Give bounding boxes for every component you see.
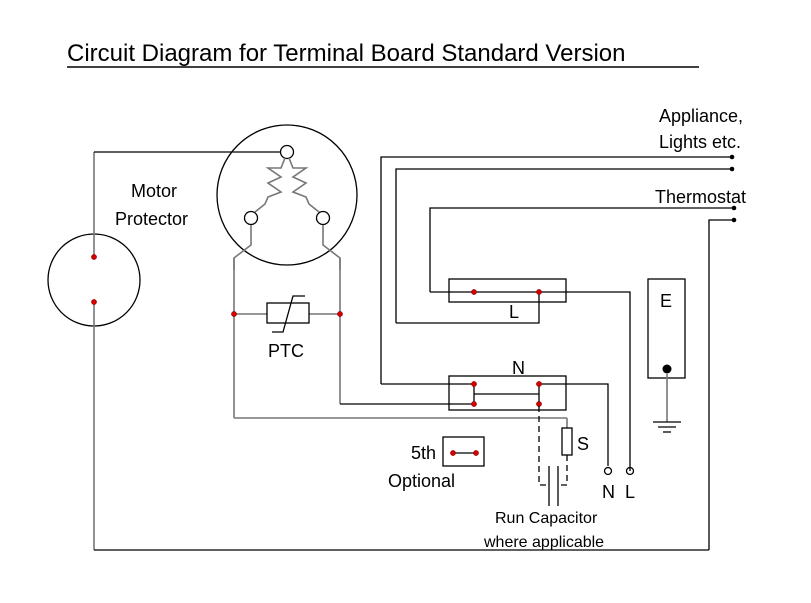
terminal-L-label: L — [509, 302, 519, 322]
run-capacitor — [538, 406, 559, 506]
supply-terminal-N[interactable] — [603, 466, 613, 476]
wire — [380, 156, 732, 384]
motor-protector-label-1: Motor — [131, 181, 177, 201]
start-capacitor — [561, 418, 573, 486]
appliance-label-1: Appliance, — [659, 106, 743, 126]
terminal-N-label: N — [512, 358, 525, 378]
start-capacitor-label: S — [577, 434, 589, 454]
motor-terminal-common — [279, 144, 295, 160]
node — [91, 299, 97, 305]
appliance-label-2: Lights etc. — [659, 132, 741, 152]
thermostat-terminal-2[interactable] — [731, 217, 737, 223]
motor-protector — [47, 152, 141, 550]
wire — [708, 219, 734, 550]
appliance-terminal-2[interactable] — [729, 166, 735, 172]
wire — [429, 207, 734, 292]
earth-label: E — [660, 291, 672, 311]
ptc-label: PTC — [268, 341, 304, 361]
supply-terminal-L[interactable] — [625, 466, 635, 476]
diagram-title: Circuit Diagram for Terminal Board Stand… — [67, 40, 625, 67]
earth-terminal — [647, 278, 686, 433]
supply-L-label: L — [625, 482, 635, 502]
fifth-label: 5th — [411, 443, 436, 463]
motor-protector-label-2: Protector — [115, 209, 188, 229]
supply-N-label: N — [602, 482, 615, 502]
terminal-block-L — [396, 278, 631, 471]
compressor-motor — [216, 124, 358, 270]
motor-terminal-start — [243, 210, 259, 226]
node — [91, 254, 97, 260]
run-capacitor-label-2: where applicable — [483, 534, 604, 551]
optional-label: Optional — [388, 471, 455, 491]
appliance-terminal-1[interactable] — [729, 154, 735, 160]
ptc-thermistor — [231, 258, 343, 418]
motor-terminal-run — [315, 210, 331, 226]
thermostat-terminal-1[interactable] — [731, 205, 737, 211]
fifth-terminal — [442, 436, 485, 467]
run-capacitor-label-1: Run Capacitor — [495, 510, 598, 527]
wire — [395, 168, 732, 323]
thermostat-label: Thermostat — [655, 187, 746, 207]
terminal-block-N — [381, 375, 609, 466]
